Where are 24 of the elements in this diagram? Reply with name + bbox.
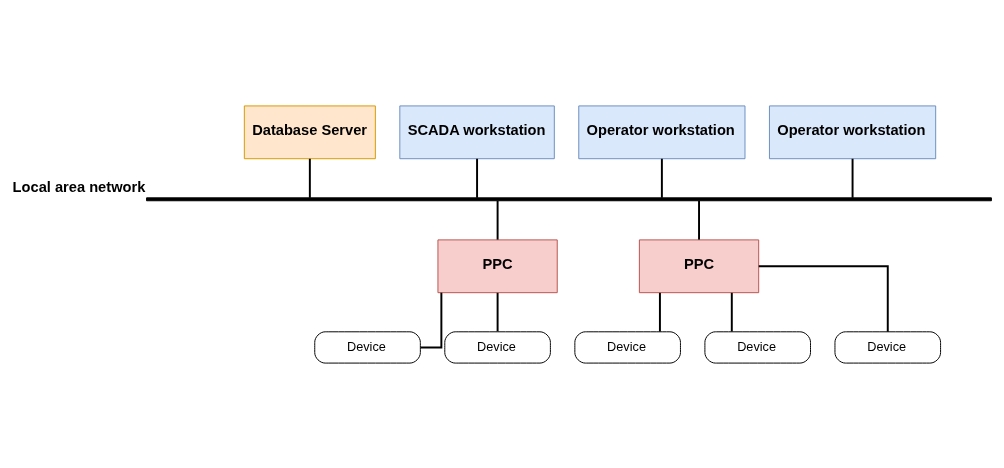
connector xyxy=(496,291,499,332)
node-box: Operator workstation xyxy=(768,104,937,159)
connector xyxy=(658,291,661,332)
node-box: Device xyxy=(574,330,681,364)
connector xyxy=(308,157,311,199)
connector xyxy=(730,291,733,332)
node-box: Device xyxy=(704,330,811,364)
node-box: Operator workstation xyxy=(578,104,746,159)
node-box: PPC xyxy=(638,238,760,293)
node-box: Database Server xyxy=(243,104,376,159)
connector xyxy=(496,199,499,241)
node-label: Local area network xyxy=(12,178,146,195)
connector xyxy=(698,199,700,241)
connector xyxy=(757,264,889,333)
node-box: PPC xyxy=(437,238,558,293)
connector xyxy=(851,157,854,199)
connector xyxy=(419,291,443,348)
node-box: Device xyxy=(834,330,942,364)
connector xyxy=(660,157,663,199)
node-box: SCADA workstation xyxy=(399,104,555,159)
node-box: Device xyxy=(444,330,551,364)
node-box: Device xyxy=(314,330,421,364)
node-box xyxy=(146,196,992,201)
connector xyxy=(476,157,479,199)
